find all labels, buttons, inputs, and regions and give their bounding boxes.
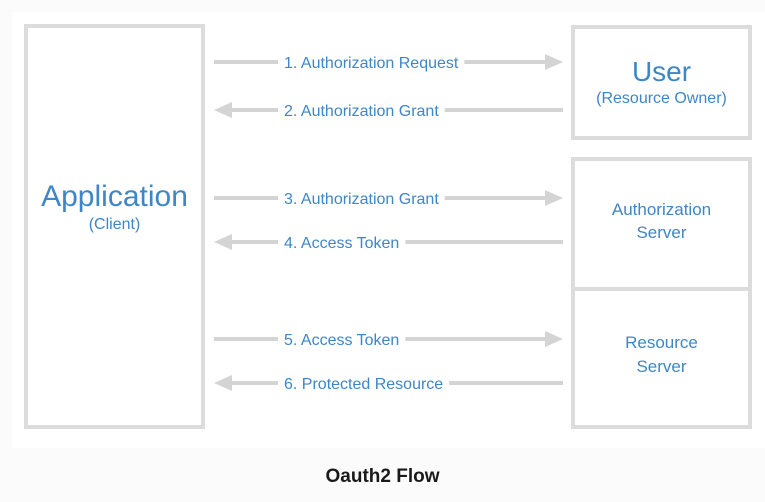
message-arrow-6: 6. Protected Resource [214, 375, 563, 393]
server-box [571, 157, 752, 429]
figure-caption: Oauth2 Flow [325, 466, 440, 487]
message-arrow-5: 5. Access Token [214, 331, 563, 349]
message-arrow-4: 4. Access Token [214, 234, 563, 252]
client-title: Application [41, 180, 188, 213]
message-label-6: 6. Protected Resource [284, 376, 443, 393]
message-label-2: 2. Authorization Grant [284, 103, 439, 120]
arrowhead-right-icon [545, 190, 563, 206]
message-label-3: 3. Authorization Grant [284, 191, 439, 208]
client-box [24, 24, 205, 429]
arrowhead-left-icon [214, 375, 232, 391]
auth-server-label-line1: Authorization [611, 200, 712, 219]
message-label-4: 4. Access Token [284, 235, 399, 252]
arrowhead-left-icon [214, 102, 232, 118]
resource-server-label-line1: Resource [625, 333, 698, 352]
server-divider [571, 287, 752, 291]
resource-owner-box [571, 25, 752, 140]
auth-server-label-line2: Server [636, 223, 687, 242]
resource-owner-subtitle: (Resource Owner) [596, 90, 727, 107]
message-arrow-1: 1. Authorization Request [214, 54, 563, 72]
arrowhead-left-icon [214, 234, 232, 250]
resource-owner-title: User [631, 56, 692, 87]
message-label-1: 1. Authorization Request [284, 55, 459, 72]
resource-server-label-line2: Server [636, 357, 687, 376]
arrowhead-right-icon [545, 54, 563, 70]
message-label-5: 5. Access Token [284, 332, 399, 349]
client-subtitle: (Client) [88, 216, 141, 233]
message-arrow-3: 3. Authorization Grant [214, 190, 563, 208]
message-arrow-2: 2. Authorization Grant [214, 102, 563, 120]
arrowhead-right-icon [545, 331, 563, 347]
